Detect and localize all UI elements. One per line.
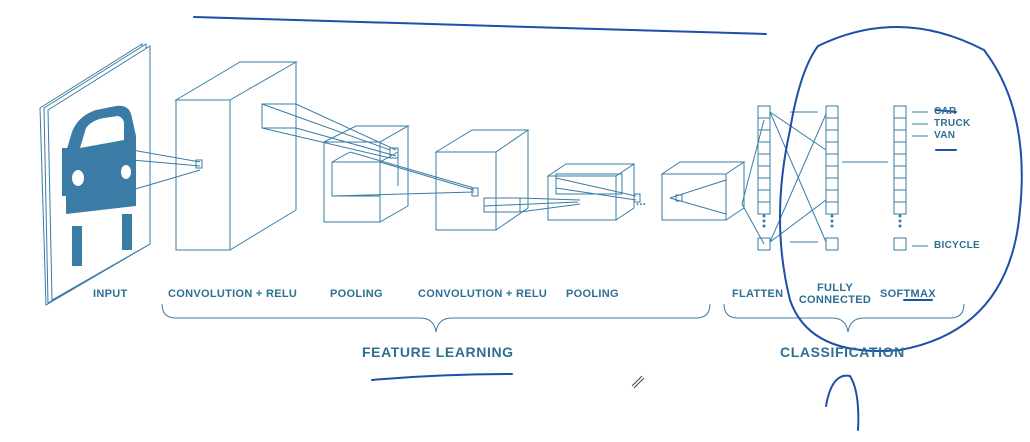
pen-cursor-icon [631,375,645,389]
class-van: VAN [934,130,956,141]
conv1-label: CONVOLUTION + RELU [168,288,298,300]
input-to-conv1-lines [63,149,203,191]
neuron-cell [757,153,771,167]
neuron-cell [825,105,839,119]
neuron-cell [893,189,907,203]
class-car: CAR [934,106,957,117]
neuron-cell [825,177,839,191]
ellipsis-dot [898,219,902,223]
pool2-volume [546,163,641,221]
fully-connected-label: FULLY CONNECTED [798,282,872,306]
neuron-cell [825,117,839,131]
neuron-cell [757,177,771,191]
neuron-cell [757,105,771,119]
fully-connected-column [825,105,839,251]
flatten-label: FLATTEN [732,288,784,300]
neuron-cell [893,141,907,155]
conv1-volume [174,61,399,251]
pool2-label: POOLING [566,288,619,300]
neuron-cell [825,165,839,179]
fully-connected-line1: FULLY [817,282,853,294]
final-feature-volume [660,161,746,221]
ellipsis-dot [830,219,834,223]
neuron-cell [825,141,839,155]
neuron-cell [757,201,771,215]
neuron-cell [825,237,839,251]
neuron-cell [893,237,907,251]
conv2-volume [434,129,581,231]
neuron-cell [893,201,907,215]
neuron-cell [825,129,839,143]
neuron-cell [825,201,839,215]
ellipsis-dot [898,214,902,218]
pool1-volume [323,125,479,223]
ellipsis-dot [830,214,834,218]
input-label: INPUT [93,288,128,300]
neuron-cell [825,189,839,203]
ellipsis-dot [762,219,766,223]
fully-connected-line2: CONNECTED [798,294,872,306]
conv2-label: CONVOLUTION + RELU [418,288,548,300]
class-bicycle: BICYCLE [934,240,980,251]
feature-learning-brace [161,303,711,333]
neuron-cell [757,165,771,179]
neuron-cell [893,105,907,119]
car-windows [72,116,131,186]
ellipsis-dot [898,224,902,228]
neuron-cell [757,189,771,203]
handwritten-annotations [193,16,1023,431]
neuron-cell [893,117,907,131]
neuron-cell [757,117,771,131]
ellipsis-label: ... [636,196,647,208]
pool1-label: POOLING [330,288,383,300]
neuron-cell [825,153,839,167]
classification-brace [723,303,965,333]
neuron-cell [893,153,907,167]
class-truck: TRUCK [934,118,971,129]
ellipsis-dot [762,214,766,218]
softmax-column [893,105,907,251]
ellipsis-dot [762,224,766,228]
neuron-cell [757,141,771,155]
neuron-cell [893,165,907,179]
neuron-cell [893,177,907,191]
softmax-label: SOFTMAX [880,288,936,300]
network-shapes [39,43,965,333]
flatten-column [757,105,771,251]
ellipsis-dot [830,224,834,228]
classification-label: CLASSIFICATION [780,344,905,360]
feature-learning-label: FEATURE LEARNING [362,344,514,360]
neuron-cell [757,237,771,251]
neuron-cell [893,129,907,143]
